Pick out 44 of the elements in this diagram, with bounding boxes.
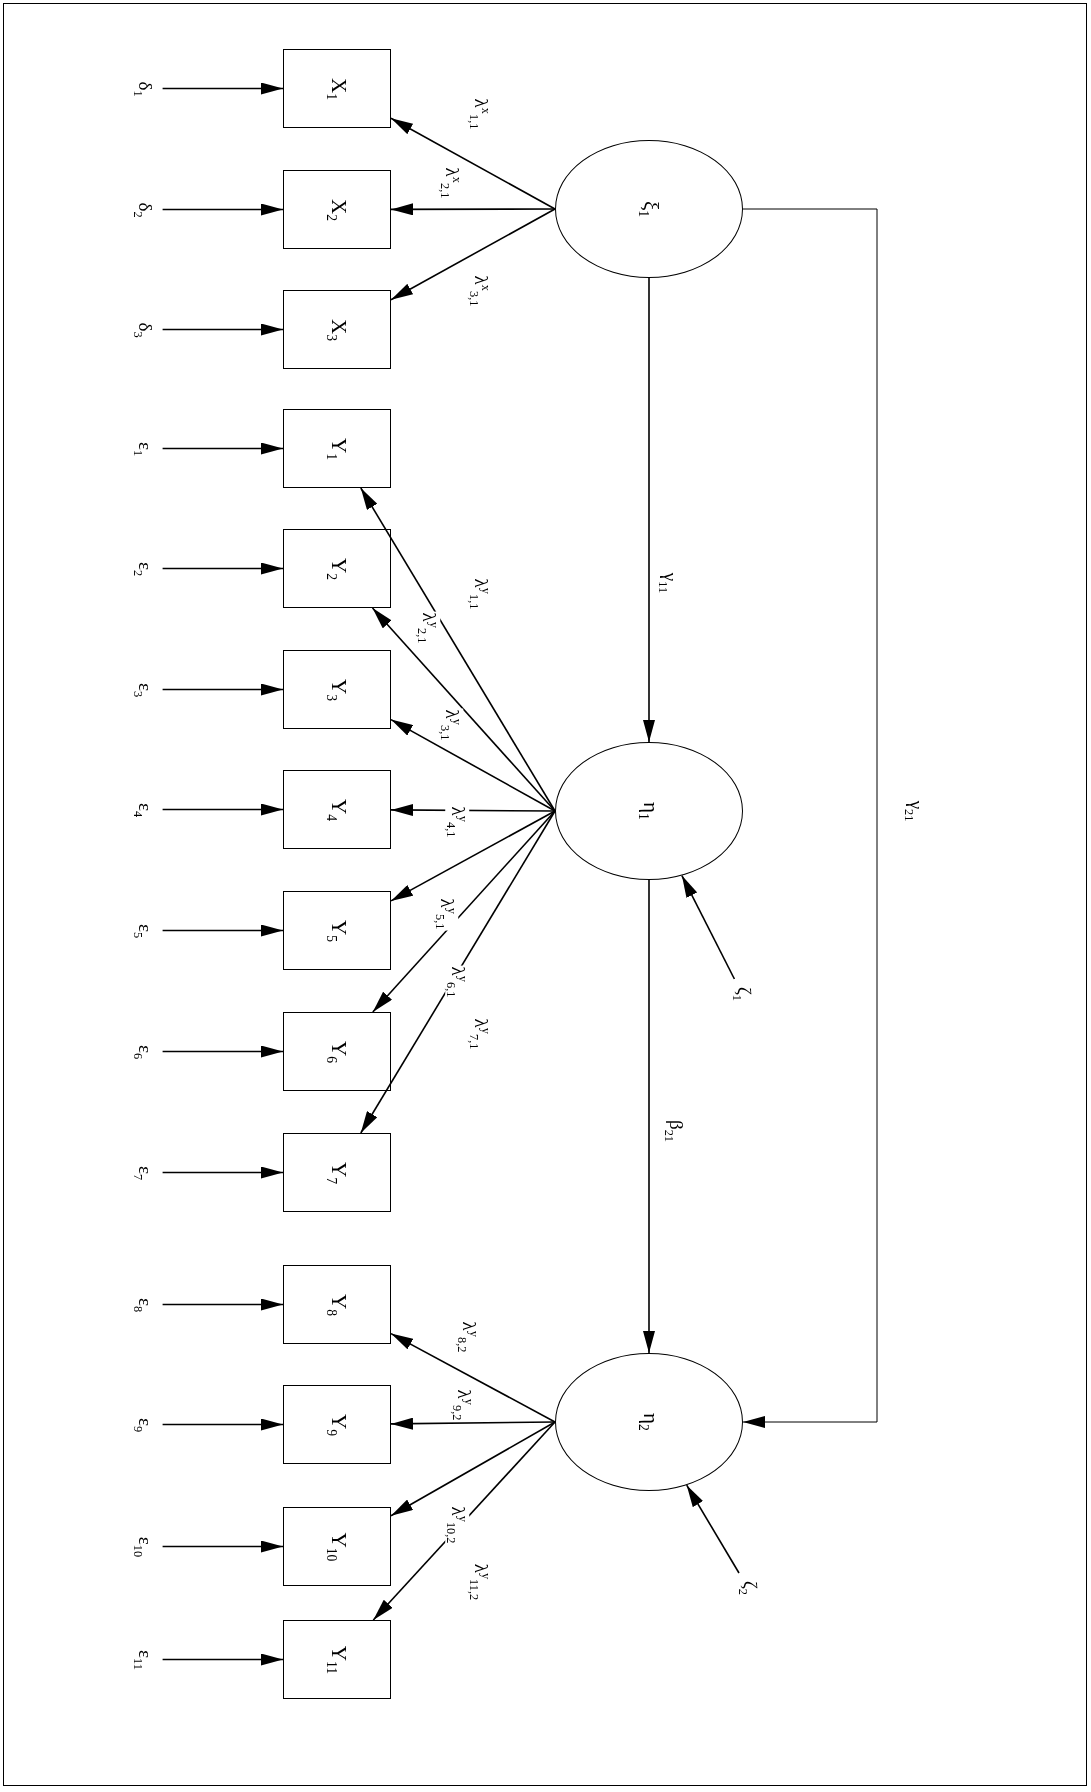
arrow: [742, 208, 878, 1428]
arrow: [161, 82, 284, 95]
arrow: [161, 562, 284, 575]
arrow: [685, 1484, 740, 1574]
observed-variable-box: [283, 770, 391, 849]
observed-variable-box: [283, 1620, 391, 1699]
observed-variable-box: [283, 49, 391, 128]
observed-variable-box: [283, 1385, 391, 1464]
arrow: [390, 1332, 556, 1423]
arrow: [643, 879, 655, 1354]
arrow: [372, 810, 556, 1013]
observed-variable-box: [283, 1507, 391, 1586]
arrow: [161, 203, 284, 216]
arrow: [390, 117, 556, 210]
arrow: [161, 924, 284, 937]
arrow: [161, 803, 284, 816]
arrow: [161, 1298, 284, 1311]
observed-variable-box: [283, 1133, 391, 1212]
observed-variable-box: [283, 1265, 391, 1344]
observed-variable-box: [283, 170, 391, 249]
arrow: [390, 718, 556, 812]
arrow: [360, 810, 556, 1134]
observed-variable-box: [283, 650, 391, 729]
arrow: [161, 323, 284, 336]
observed-variable-box: [283, 529, 391, 608]
observed-variable-box: [283, 290, 391, 369]
arrow: [390, 810, 556, 902]
arrow: [161, 1653, 284, 1666]
observed-variable-box: [283, 409, 391, 488]
observed-variable-box: [283, 1012, 391, 1091]
arrow: [161, 1418, 284, 1431]
observed-variable-box: [283, 891, 391, 970]
arrow: [161, 442, 284, 455]
arrow: [390, 1421, 556, 1517]
arrow: [390, 1417, 556, 1430]
arrow: [161, 1540, 284, 1553]
arrow: [390, 203, 556, 216]
arrow: [643, 277, 655, 743]
arrow: [681, 874, 736, 980]
arrow: [371, 607, 556, 812]
arrow: [161, 1166, 284, 1179]
arrow: [390, 208, 556, 301]
arrow: [161, 1045, 284, 1058]
arrow: [161, 683, 284, 696]
